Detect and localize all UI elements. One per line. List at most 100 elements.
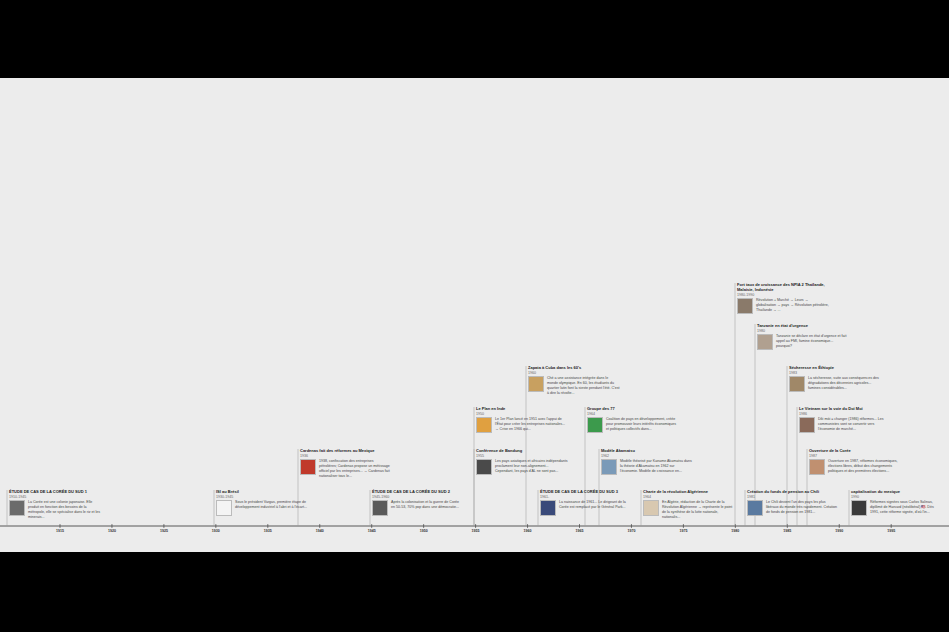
event-card: Conférence de Bandung1955Les pays asiati… xyxy=(476,449,568,475)
event-thumbnail xyxy=(476,459,492,475)
year-tick xyxy=(319,524,320,528)
event-title: Cardenas fait des réformes au Mexique xyxy=(300,449,392,454)
event-stem xyxy=(474,407,475,526)
event-title: ISI au Brésil xyxy=(216,490,308,495)
year-tick xyxy=(683,524,684,528)
event-row: Révolution + Marché → Leurs → globalisat… xyxy=(737,298,829,314)
year-tick xyxy=(527,524,528,528)
event-date: 1945-1960 xyxy=(372,495,464,499)
year-label: 1930 xyxy=(212,529,220,533)
event-date: 1961- xyxy=(540,495,632,499)
event-row: Le 1er Plan lancé en 1951 avec l'appui d… xyxy=(476,417,568,433)
event-body: 1938, confiscation des entreprises pétro… xyxy=(319,459,392,478)
event-row: La naissance de 1961... Le dirigeant de … xyxy=(540,500,632,516)
event-title: Groupe des 77 xyxy=(587,407,679,412)
event-thumbnail xyxy=(528,376,544,392)
event-row: 1938, confiscation des entreprises pétro… xyxy=(300,459,392,478)
event-title: Charte de la révolution Algérienne xyxy=(643,490,735,495)
event-card: Création du fonds de pension au Chili198… xyxy=(747,490,839,516)
event-row: Ouverture en 1987, réformes économiques,… xyxy=(809,459,901,475)
year-tick xyxy=(579,524,580,528)
event-body: Après la colonisation et la guerre de Co… xyxy=(391,500,464,510)
event-body: Modèle théorisé par Kaname Akamatsu dans… xyxy=(620,459,693,474)
event-card: Le Vietnam sur la voie du Doi Moi1986Dôi… xyxy=(799,407,891,433)
event-body: Ché a une assistance intégrée dans le mo… xyxy=(547,376,620,395)
event-body: Sous le président Vargas, première étape… xyxy=(235,500,308,510)
event-body: Coalition de pays en développement, créé… xyxy=(606,417,679,432)
year-label: 1990 xyxy=(835,529,843,533)
event-stem xyxy=(474,449,475,526)
year-label: 1950 xyxy=(420,529,428,533)
event-thumbnail xyxy=(216,500,232,516)
event-stem xyxy=(7,490,8,526)
year-tick xyxy=(423,524,424,528)
timeline-lines xyxy=(0,78,949,552)
event-title: capitalisation du mexique xyxy=(851,490,943,495)
year-label: 1925 xyxy=(160,529,168,533)
event-thumbnail xyxy=(9,500,25,516)
year-label: 1955 xyxy=(472,529,480,533)
event-card: Zapata à Cuba dans les 60's1960Ché a une… xyxy=(528,366,620,395)
year-tick xyxy=(267,524,268,528)
event-date: 1980 xyxy=(757,329,849,333)
event-row: Modèle théorisé par Kaname Akamatsu dans… xyxy=(601,459,693,475)
event-thumbnail xyxy=(809,459,825,475)
event-thumbnail xyxy=(851,500,867,516)
year-label: 1945 xyxy=(368,529,376,533)
event-date: 1950 xyxy=(476,412,568,416)
event-card: Charte de la révolution Algérienne1964En… xyxy=(643,490,735,519)
event-date: 1910-1945 xyxy=(9,495,101,499)
event-card: Tanzanie en état d'urgence1980Tanzanie s… xyxy=(757,324,849,350)
event-thumbnail xyxy=(747,500,763,516)
year-label: 1995 xyxy=(887,529,895,533)
year-tick xyxy=(371,524,372,528)
event-body: Dôi mói = changer (1986) réformes... Les… xyxy=(818,417,891,432)
event-body: Révolution + Marché → Leurs → globalisat… xyxy=(756,298,829,313)
event-card: capitalisation du mexique1990Réformes si… xyxy=(851,490,943,516)
year-tick xyxy=(215,524,216,528)
year-label: 1975 xyxy=(679,529,687,533)
event-thumbnail xyxy=(476,417,492,433)
event-date: 1964 xyxy=(587,412,679,416)
year-label: 1965 xyxy=(576,529,584,533)
event-card: ÉTUDE DE CAS DE LA CORÉE DU SUD 21945-19… xyxy=(372,490,464,516)
event-body: La naissance de 1961... Le dirigeant de … xyxy=(559,500,632,510)
event-thumbnail xyxy=(757,334,773,350)
event-body: Les pays asiatiques et africains indépen… xyxy=(495,459,568,474)
event-date: 1990 xyxy=(851,495,943,499)
event-date: 1962 xyxy=(601,454,693,458)
event-body: Réformes signées sous Carlos Salinas, di… xyxy=(870,500,943,515)
event-body: Le 1er Plan lancé en 1951 avec l'appui d… xyxy=(495,417,568,432)
year-label: 1980 xyxy=(731,529,739,533)
year-label: 1940 xyxy=(316,529,324,533)
year-label: 1985 xyxy=(783,529,791,533)
event-card: Cardenas fait des réformes au Mexique 193… xyxy=(300,449,392,478)
year-label: 1920 xyxy=(108,529,116,533)
event-thumbnail xyxy=(372,500,388,516)
event-row: Les pays asiatiques et africains indépen… xyxy=(476,459,568,475)
event-stem xyxy=(599,449,600,526)
event-title: Tanzanie en état d'urgence xyxy=(757,324,849,329)
year-tick xyxy=(163,524,164,528)
event-row: Coalition de pays en développement, créé… xyxy=(587,417,679,433)
year-tick xyxy=(60,524,61,528)
event-row: Ché a une assistance intégrée dans le mo… xyxy=(528,376,620,395)
event-row: Après la colonisation et la guerre de Co… xyxy=(372,500,464,516)
event-stem xyxy=(807,449,808,526)
event-row: En Algérie, rédaction de la Charte de la… xyxy=(643,500,735,519)
event-card: Modèle Akamatsu1962Modèle théorisé par K… xyxy=(601,449,693,475)
event-stem xyxy=(735,283,736,526)
event-thumbnail xyxy=(643,500,659,516)
event-thumbnail xyxy=(540,500,556,516)
event-body: En Algérie, rédaction de la Charte de la… xyxy=(662,500,735,519)
event-stem xyxy=(298,449,299,526)
timeline-ground: 1915192019251930193519401945195019551960… xyxy=(0,78,949,552)
event-title: Ouverture de la Corée xyxy=(809,449,901,454)
event-date: 1964 xyxy=(643,495,735,499)
event-title: Le Plan en Inde xyxy=(476,407,568,412)
event-stem xyxy=(538,490,539,526)
event-body: Le Chili devient l'un des pays les plus … xyxy=(766,500,839,515)
event-thumbnail xyxy=(601,459,617,475)
event-stem xyxy=(370,490,371,526)
event-date: 1960 xyxy=(528,371,620,375)
